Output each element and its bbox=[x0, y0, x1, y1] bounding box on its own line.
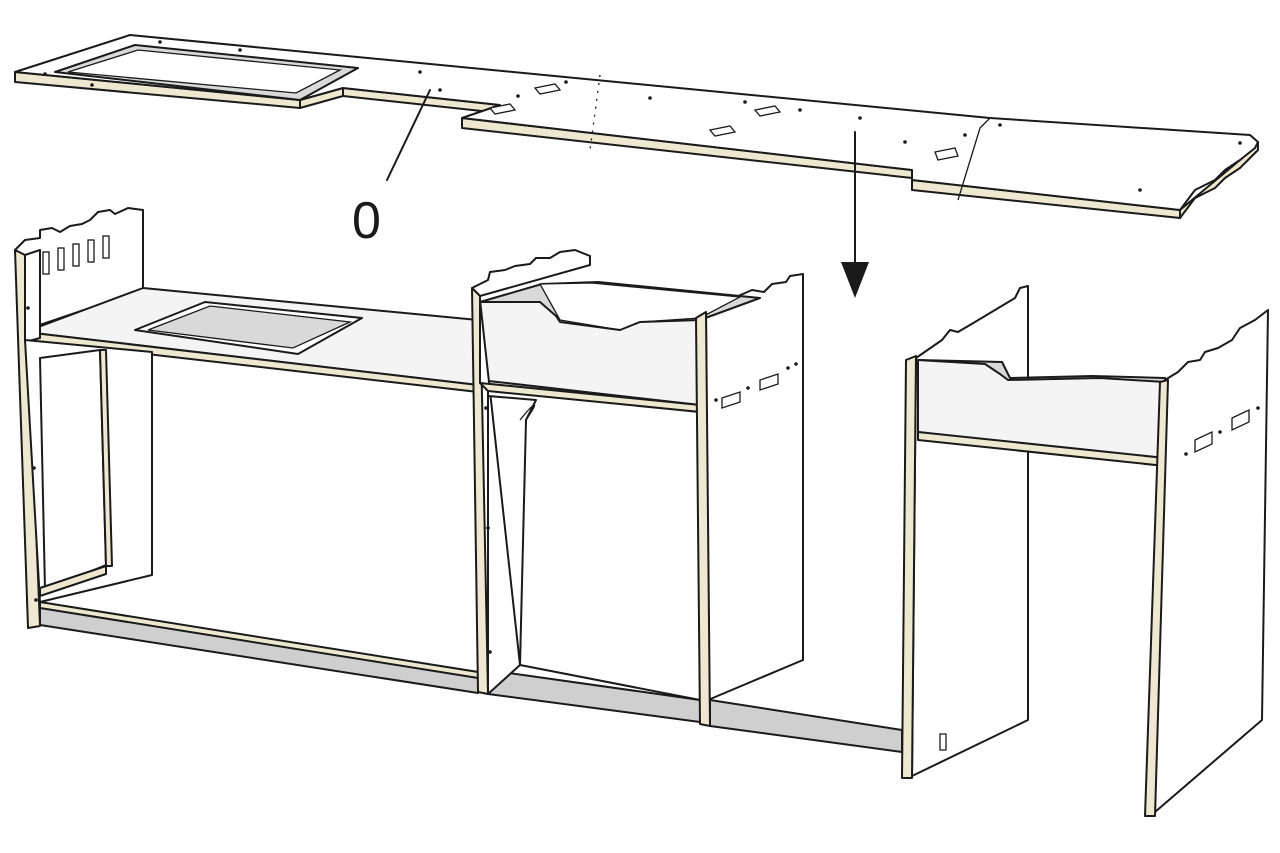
left-unit-back-slots bbox=[42, 235, 110, 275]
right-cabinet-unit bbox=[901, 285, 1269, 817]
callout-0: 0 bbox=[352, 89, 431, 250]
middle-cabinet-unit bbox=[471, 249, 804, 727]
right-unit-right-panel bbox=[1154, 309, 1269, 813]
worktop-panel bbox=[14, 34, 1259, 219]
worktop-screw-holes bbox=[43, 40, 1242, 192]
callout-leader-line bbox=[386, 89, 431, 181]
middle-unit-left-panel bbox=[471, 249, 591, 297]
middle-unit-front-post bbox=[695, 311, 711, 727]
middle-unit-right-panel bbox=[705, 273, 804, 701]
sink-frame-unit bbox=[14, 207, 479, 679]
left-unit-front-post bbox=[14, 249, 41, 629]
callout-label: 0 bbox=[352, 192, 381, 250]
worktop-slots bbox=[488, 83, 959, 161]
down-arrow-icon bbox=[841, 131, 869, 298]
right-unit-right-slots bbox=[1194, 408, 1250, 454]
middle-unit-right-slots bbox=[721, 373, 779, 409]
